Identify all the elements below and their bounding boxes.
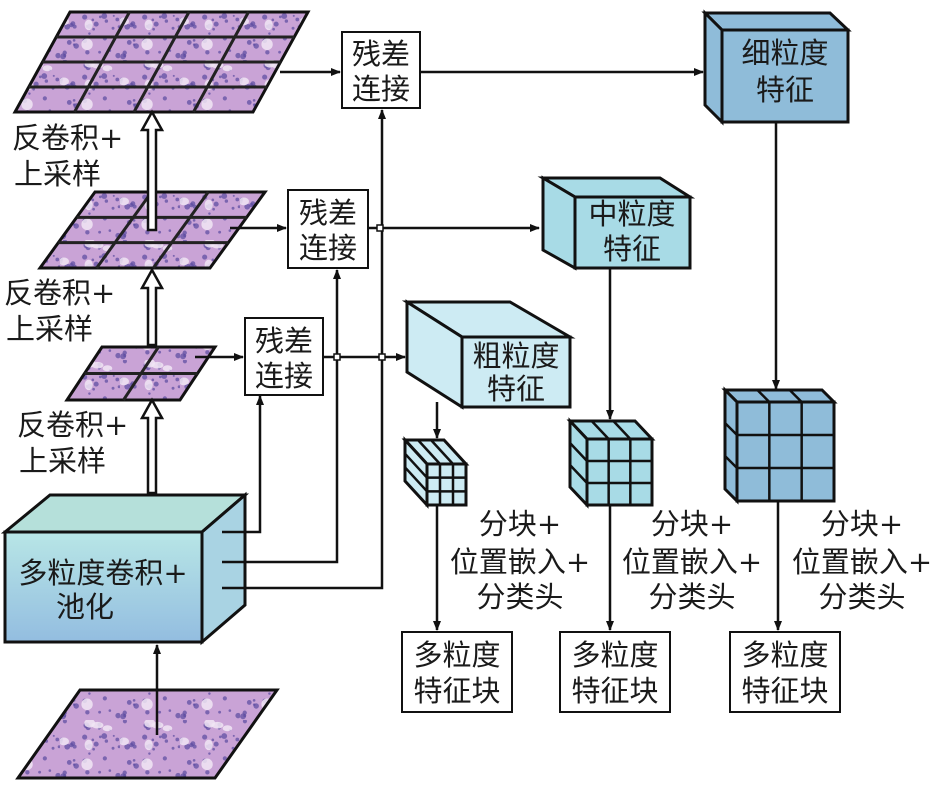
svg-text:粗粒度: 粗粒度 <box>472 339 559 373</box>
svg-text:位置嵌入+: 位置嵌入+ <box>450 545 590 579</box>
svg-text:多粒度: 多粒度 <box>741 638 828 672</box>
upsample-label-2: 反卷积+ 上采样 <box>4 276 115 346</box>
svg-text:分类头: 分类头 <box>818 580 905 614</box>
medium-feature-block: 中粒度 特征 <box>537 175 696 271</box>
svg-text:分块+: 分块+ <box>821 507 903 541</box>
tissue-image-fine <box>12 10 311 114</box>
svg-text:特征: 特征 <box>487 372 545 406</box>
patch-step-label-3: 分块+ 位置嵌入+ 分类头 <box>792 507 932 614</box>
svg-text:上采样: 上采样 <box>14 157 101 191</box>
svg-text:分块+: 分块+ <box>651 507 733 541</box>
tissue-image-input <box>15 688 280 780</box>
svg-text:分块+: 分块+ <box>479 507 561 541</box>
output-feature-patch-1: 多粒度 特征块 <box>401 631 513 713</box>
svg-text:上采样: 上采样 <box>19 444 106 478</box>
residual-connection-1: 残差 连接 <box>341 31 421 109</box>
residual-connection-3: 残差 连接 <box>244 317 324 396</box>
svg-text:特征块: 特征块 <box>571 674 658 708</box>
patch-step-label-2: 分块+ 位置嵌入+ 分类头 <box>622 507 762 614</box>
upsample-arrow-icon <box>139 267 165 347</box>
svg-text:中粒度: 中粒度 <box>588 197 675 231</box>
connectors <box>153 68 782 735</box>
upsample-label-3: 反卷积+ 上采样 <box>17 408 128 478</box>
svg-text:上采样: 上采样 <box>6 312 93 346</box>
svg-text:残差: 残差 <box>299 196 357 230</box>
svg-text:多粒度卷积+: 多粒度卷积+ <box>18 556 187 590</box>
svg-text:位置嵌入+: 位置嵌入+ <box>622 545 762 579</box>
svg-text:特征: 特征 <box>603 232 661 266</box>
svg-text:特征: 特征 <box>756 73 814 107</box>
svg-text:特征块: 特征块 <box>413 674 500 708</box>
tissue-image-coarse <box>64 345 218 402</box>
svg-text:反卷积+: 反卷积+ <box>12 121 123 155</box>
patch-cube-fine <box>721 386 838 505</box>
output-feature-patch-2: 多粒度 特征块 <box>559 631 671 713</box>
upsample-arrow-icon <box>139 397 165 495</box>
fine-feature-block: 细粒度 特征 <box>701 9 852 126</box>
svg-text:多粒度: 多粒度 <box>413 638 500 672</box>
coarse-feature-block: 粗粒度 特征 <box>401 299 576 410</box>
residual-connection-2: 残差 连接 <box>287 189 369 269</box>
svg-text:连接: 连接 <box>352 72 410 106</box>
svg-text:特征块: 特征块 <box>741 674 828 708</box>
svg-text:池化: 池化 <box>56 590 114 624</box>
multi-granularity-conv-pool-block: 多粒度卷积+ 池化 <box>0 491 250 646</box>
patch-cube-coarse <box>401 436 470 509</box>
svg-text:反卷积+: 反卷积+ <box>4 276 115 310</box>
svg-text:连接: 连接 <box>299 231 357 265</box>
svg-text:连接: 连接 <box>255 359 313 393</box>
upsample-label-1: 反卷积+ 上采样 <box>12 121 123 191</box>
patch-step-label-1: 分块+ 位置嵌入+ 分类头 <box>450 507 590 614</box>
svg-text:分类头: 分类头 <box>476 580 563 614</box>
patch-cube-medium <box>566 417 656 509</box>
svg-text:细粒度: 细粒度 <box>741 36 828 70</box>
svg-text:多粒度: 多粒度 <box>571 638 658 672</box>
upsample-arrow-icon <box>139 109 165 232</box>
svg-text:残差: 残差 <box>255 324 313 358</box>
output-feature-patch-3: 多粒度 特征块 <box>729 631 841 713</box>
junction-markers <box>333 224 386 361</box>
svg-text:分类头: 分类头 <box>648 580 735 614</box>
svg-text:反卷积+: 反卷积+ <box>17 408 128 442</box>
svg-text:残差: 残差 <box>352 37 410 71</box>
svg-text:位置嵌入+: 位置嵌入+ <box>792 545 932 579</box>
